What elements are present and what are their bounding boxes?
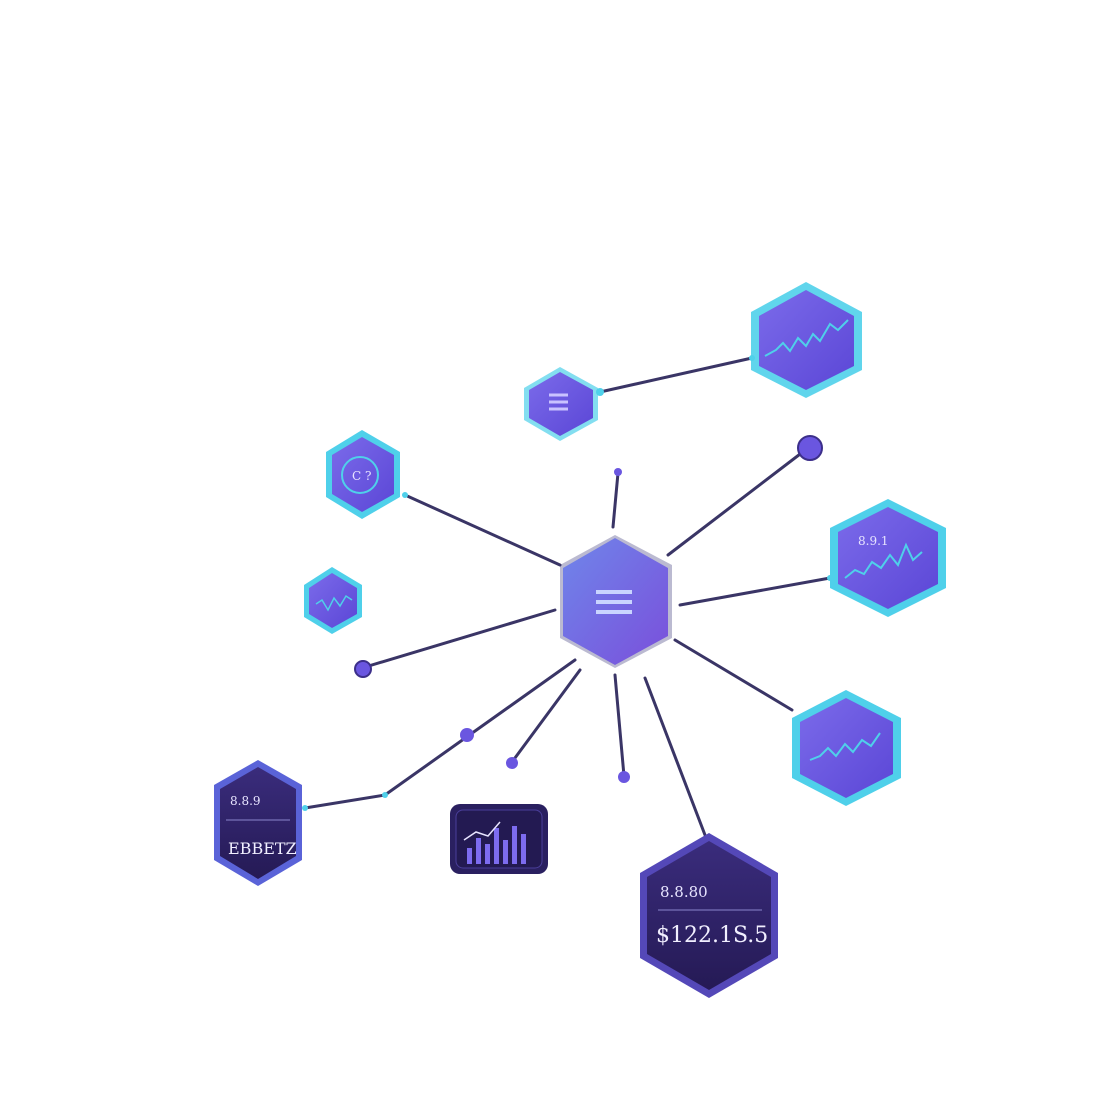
node-ball-mid[interactable] <box>460 728 474 742</box>
bar-chart-icon <box>467 826 526 864</box>
connector-hub-to-right-lower <box>673 638 794 712</box>
node-ball-left[interactable] <box>354 660 372 678</box>
node-ball-top-stub[interactable] <box>614 468 622 476</box>
connector-top-menu-to-top-right <box>598 356 754 394</box>
sparkline-icon <box>315 594 353 612</box>
right-lower-chart-node[interactable] <box>792 690 901 806</box>
card-value: EBBETZ <box>228 839 297 858</box>
card-label: 8.8.80 <box>660 883 708 901</box>
top-menu-node[interactable] <box>524 367 598 441</box>
connector-hub-to-short-stub <box>510 668 582 764</box>
connector-hub-to-right-chart <box>678 576 832 607</box>
left-gauge-node[interactable]: C ? <box>326 430 400 519</box>
right-chart-label: 8.9.1 <box>858 534 889 548</box>
node-ball-short-stub[interactable] <box>506 757 518 769</box>
gauge-label: C ? <box>352 469 371 483</box>
right-chart-node[interactable]: 8.9.1 <box>830 499 946 617</box>
left-small-chart-node[interactable] <box>304 567 362 634</box>
sparkline-icon <box>764 319 849 357</box>
connector-hub-to-bottom-stub <box>613 673 626 778</box>
bottom-value-card[interactable]: 8.8.80 $122.1S.5 <box>640 833 778 998</box>
hub-node[interactable] <box>560 535 672 668</box>
connector-hub-to-node-ball <box>666 446 810 557</box>
gauge-icon <box>341 456 379 494</box>
menu-icon <box>549 393 568 411</box>
sparkline-icon <box>809 732 881 761</box>
endpoint-balls <box>302 355 833 811</box>
junction-dot <box>402 492 408 498</box>
sparkline-icon <box>844 542 923 579</box>
connector-bottom-left-card <box>303 793 387 810</box>
menu-icon <box>596 590 632 614</box>
card-label: 8.8.9 <box>230 794 261 808</box>
connector-hub-to-value-card <box>643 676 707 837</box>
connector-hub-to-left-gauge <box>403 493 562 567</box>
bottom-left-card[interactable]: 8.8.9 EBBETZ <box>214 760 302 886</box>
bar-chart-card[interactable] <box>450 804 548 874</box>
top-right-chart-node[interactable] <box>751 282 862 398</box>
connector-lines <box>303 356 832 837</box>
node-ball-right[interactable] <box>797 435 823 461</box>
card-value: $122.1S.5 <box>656 923 768 948</box>
junction-dot <box>382 792 388 798</box>
trend-line <box>463 821 501 841</box>
connector-hub-to-left-ball <box>360 608 557 670</box>
junction-dot <box>302 805 308 811</box>
connector-hub-to-top-stub <box>611 471 620 529</box>
node-ball-bottom-stub[interactable] <box>618 771 630 783</box>
connector-hub-to-bottom-left <box>383 658 577 797</box>
